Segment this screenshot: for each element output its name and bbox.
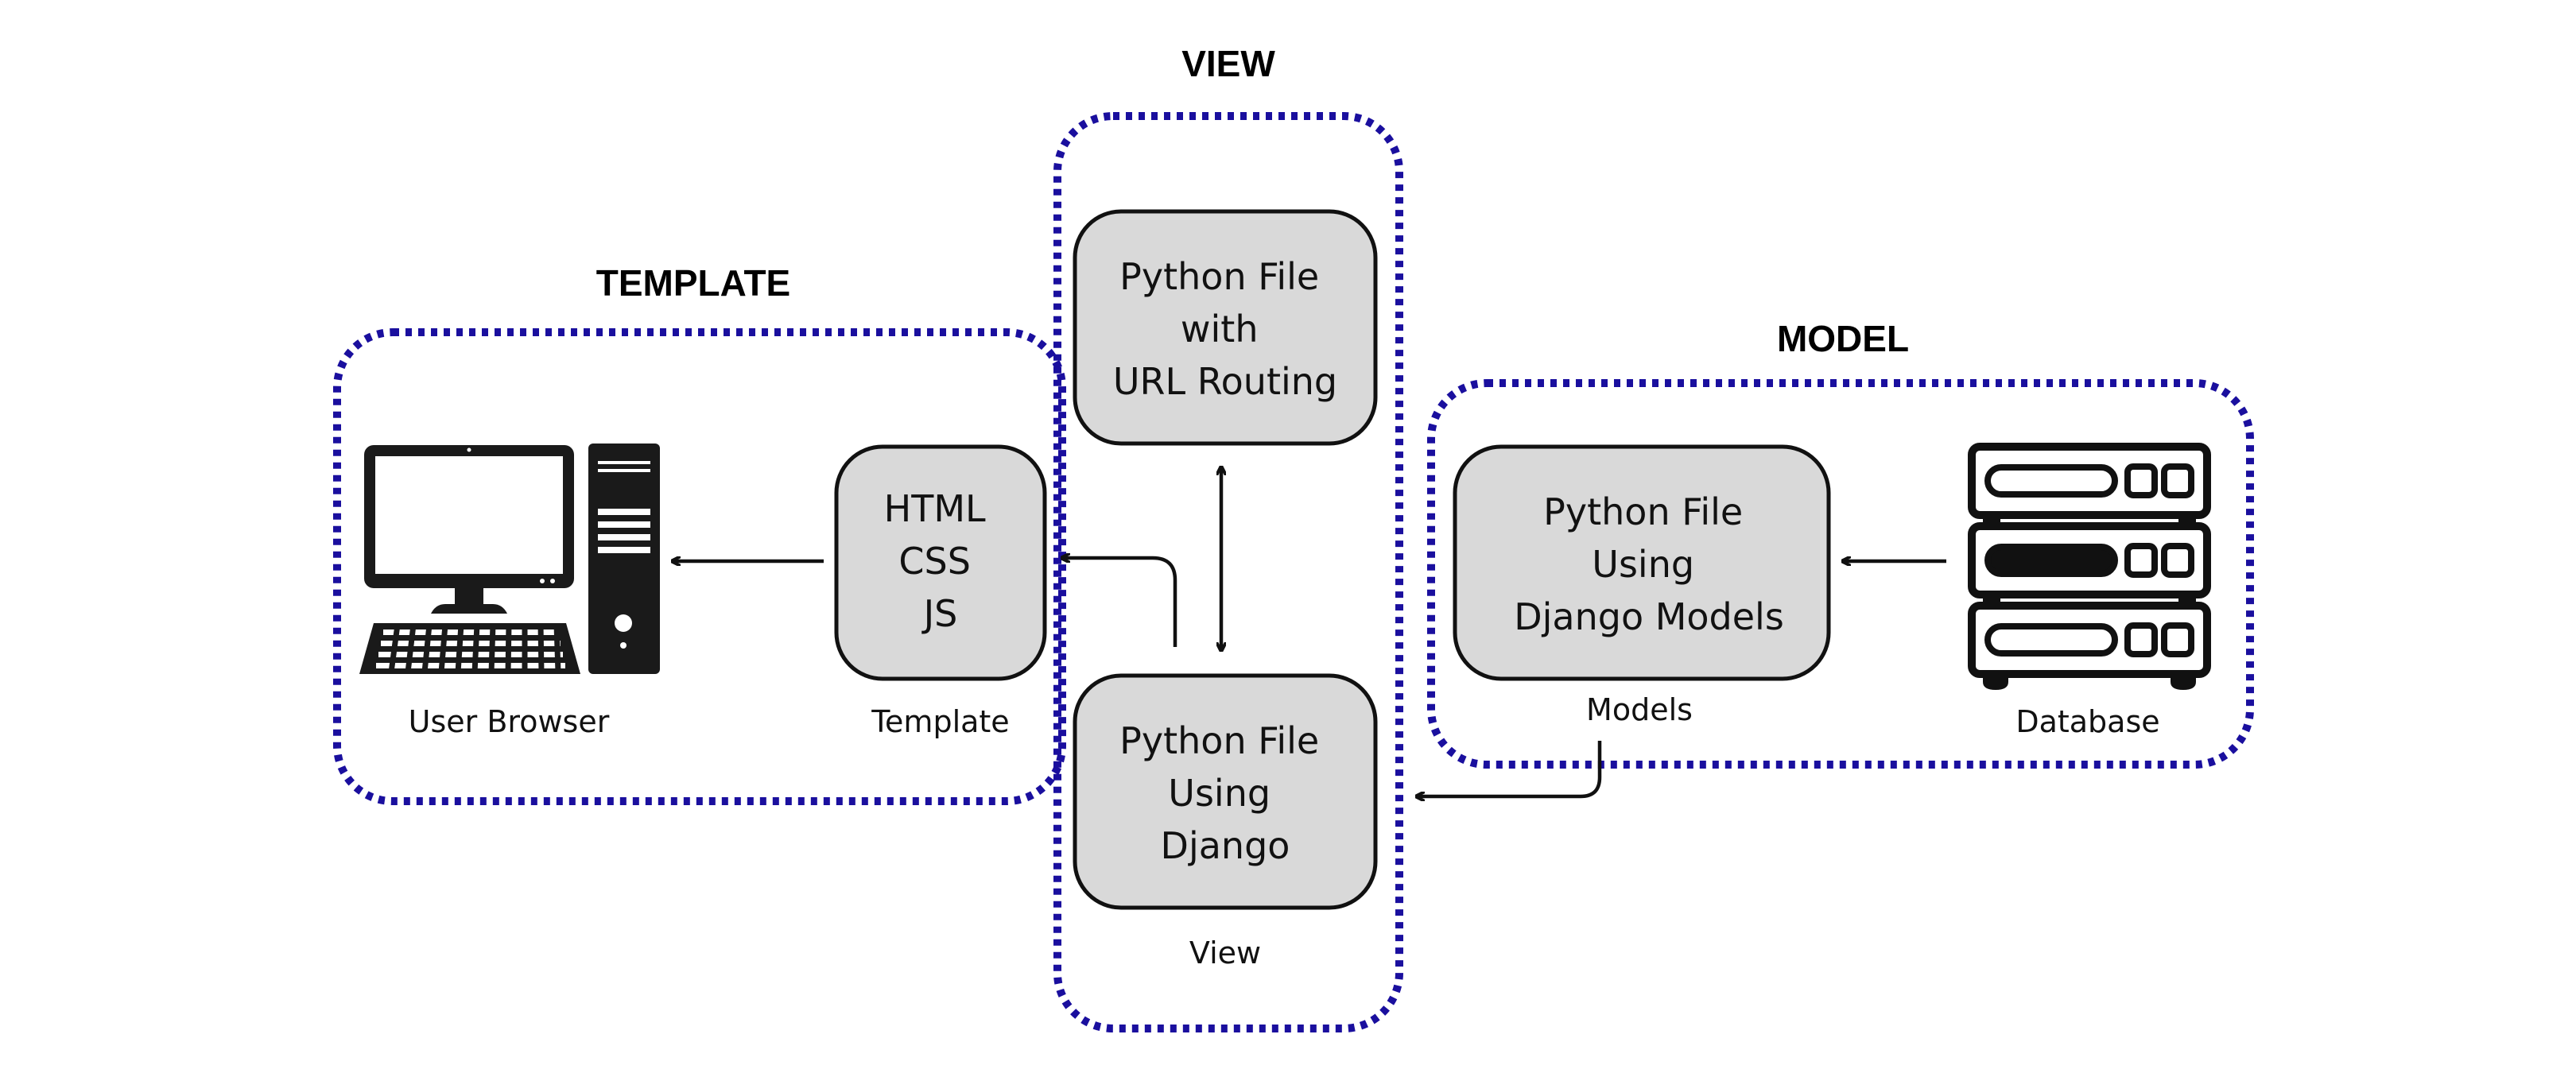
django-models-node-label: Python File Using Django Models	[1514, 490, 1784, 638]
js-line: JS	[921, 592, 958, 635]
arrow-view-to-template	[1062, 558, 1177, 647]
django-view-node-label: Python File Using Django	[1119, 719, 1331, 867]
django-view-line-3: Django	[1161, 824, 1290, 867]
django-models-line-3: Django Models	[1514, 595, 1784, 638]
django-models-node	[1453, 444, 1831, 681]
models-caption: Models	[1586, 692, 1693, 727]
django-models-line-2: Using	[1592, 543, 1694, 586]
user-browser-caption: User Browser	[409, 704, 610, 739]
template-group-box	[333, 328, 1066, 805]
html-css-js-node	[834, 444, 1047, 681]
django-view-node	[1073, 673, 1378, 910]
model-group-title: MODEL	[1777, 318, 1909, 359]
django-models-line-1: Python File	[1543, 490, 1743, 533]
view-group-box	[1053, 112, 1403, 1032]
desktop-computer-icon	[359, 444, 660, 674]
server-unit-2	[1968, 522, 2211, 598]
html-line: HTML	[884, 487, 986, 530]
view-caption: View	[1189, 935, 1261, 970]
html-css-js-node-label: HTML CSS JS	[884, 487, 998, 635]
django-view-line-1: Python File	[1119, 719, 1319, 762]
database-caption: Database	[2015, 704, 2159, 739]
model-group-box	[1427, 379, 2254, 769]
keyboard-keys	[376, 624, 565, 673]
django-view-line-2: Using	[1168, 772, 1271, 815]
arrow-models-to-view	[1417, 741, 1602, 796]
url-routing-line-3: URL Routing	[1113, 360, 1337, 403]
server-rack-icon	[1968, 443, 2211, 690]
template-group-title: TEMPLATE	[596, 262, 790, 304]
url-routing-node	[1073, 209, 1378, 446]
template-caption: Template	[871, 704, 1009, 739]
css-line: CSS	[898, 540, 971, 583]
server-unit-1	[1968, 443, 2211, 519]
url-routing-line-2: with	[1181, 308, 1259, 351]
url-routing-line-1: Python File	[1119, 255, 1319, 298]
server-unit-3	[1968, 602, 2211, 678]
view-group-title: VIEW	[1181, 43, 1275, 84]
url-routing-node-label: Python File with URL Routing	[1113, 255, 1337, 403]
